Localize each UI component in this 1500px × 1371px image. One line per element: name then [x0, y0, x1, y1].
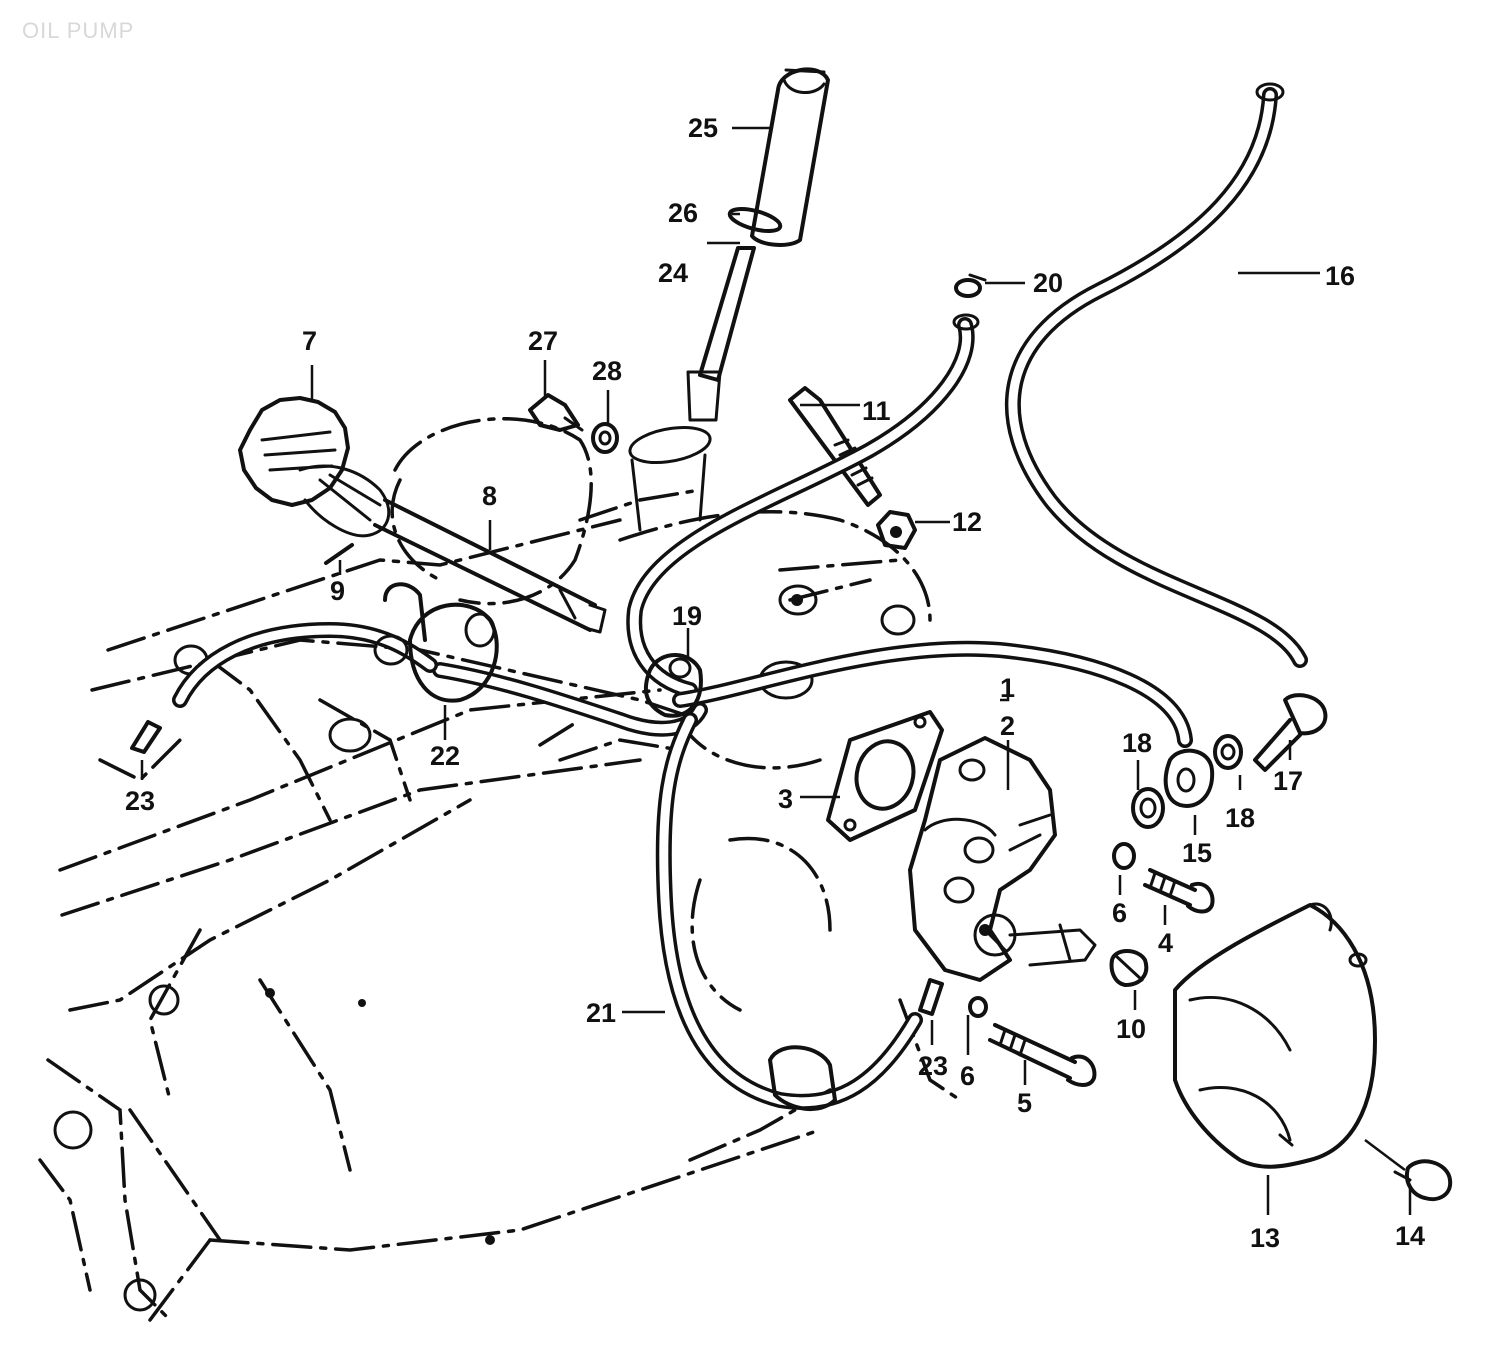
callout-2: 2: [1000, 711, 1015, 741]
callout-12: 12: [952, 507, 982, 537]
part-24-filler-tube: [686, 246, 756, 422]
part-23-pin-lower: [918, 978, 944, 1016]
part-26-o-ring: [727, 207, 783, 233]
callout-19: 19: [672, 601, 702, 631]
callout-26: 26: [668, 198, 698, 228]
callout-labels: 25 26 24 20 16 7 27 28 11 8 12 9 19 1 2 …: [125, 113, 1425, 1253]
callout-7: 7: [302, 326, 317, 356]
callout-17: 17: [1273, 766, 1303, 796]
callout-18b: 18: [1225, 803, 1255, 833]
part-4-bolt: [1143, 868, 1215, 914]
callout-28: 28: [592, 356, 622, 386]
callout-22: 22: [430, 741, 460, 771]
callout-1: 1: [1000, 673, 1015, 703]
callout-16: 16: [1325, 261, 1355, 291]
callout-6a: 6: [1112, 898, 1127, 928]
part-12-nut: [876, 510, 917, 550]
part-17-union-bolt: [1253, 693, 1328, 772]
part-19-grommet: [643, 653, 703, 718]
part-13-pump-cover: [1173, 902, 1377, 1169]
part-15-banjo-fitting: [1163, 748, 1215, 808]
part-14-screw: [1393, 1159, 1453, 1201]
part-8-pump-shaft: [373, 498, 607, 634]
part-10-plug: [1109, 949, 1149, 987]
part-27-banjo-bolt: [528, 393, 584, 432]
hose-upper-left: [626, 313, 980, 698]
part-20-clip: [954, 273, 987, 298]
part-1-inlet-hose: [672, 640, 1193, 748]
callout-13: 13: [1250, 1223, 1280, 1253]
part-7-drive-gear: [238, 396, 391, 538]
callout-4: 4: [1158, 928, 1173, 958]
part-16-return-hose: [1004, 82, 1308, 668]
callout-27: 27: [528, 326, 558, 356]
part-3-gasket: [826, 710, 944, 842]
callout-24: 24: [658, 258, 688, 288]
callout-23a: 23: [125, 786, 155, 816]
callout-18a: 18: [1122, 728, 1152, 758]
right-cover-outline: [538, 509, 932, 1012]
part-25-filler-cap: [750, 67, 830, 247]
callout-3: 3: [778, 784, 793, 814]
callout-11: 11: [862, 396, 891, 426]
part-22-grommet: [373, 582, 499, 703]
lower-hose-clamp: [768, 1045, 837, 1112]
callout-20: 20: [1033, 268, 1063, 298]
part-28-washer: [591, 422, 619, 454]
leader-lines: [140, 126, 1412, 1215]
callout-21: 21: [586, 998, 616, 1028]
pump-drive-housing: [390, 416, 712, 606]
part-18-washer-right: [1213, 734, 1243, 770]
part-23-pin-left: [130, 720, 162, 754]
part-22-feed-hose: [172, 622, 708, 737]
callout-8: 8: [482, 481, 497, 511]
diagram-title: OIL PUMP: [22, 18, 135, 43]
callout-15: 15: [1182, 838, 1212, 868]
part-5-bolt: [988, 1023, 1097, 1087]
part-21-lower-hose: [655, 712, 923, 1110]
callout-5: 5: [1017, 1088, 1032, 1118]
part-9-pin: [324, 543, 354, 565]
callout-9: 9: [330, 576, 345, 606]
callout-6b: 6: [960, 1061, 975, 1091]
callout-10: 10: [1116, 1014, 1146, 1044]
callout-25: 25: [688, 113, 718, 143]
part-6-washer-upper: [1112, 842, 1136, 870]
callout-14: 14: [1395, 1221, 1425, 1251]
part-2-oil-pump: [908, 736, 1097, 982]
part-18-washer-left: [1131, 787, 1165, 829]
crankcase-outline: [38, 518, 962, 1322]
callout-23b: 23: [918, 1051, 948, 1081]
part-6-washer-lower: [968, 996, 988, 1018]
